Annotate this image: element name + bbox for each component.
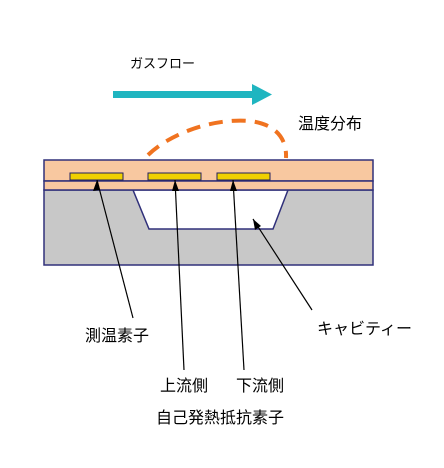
upstream-leader-arrowhead — [172, 180, 179, 191]
cavity-leader-arrowhead — [253, 219, 261, 230]
gas-flow-label: ガスフロー — [130, 57, 195, 72]
self-heating-resistor-label: 自己発熱抵抗素子 — [156, 408, 284, 427]
cavity-label: キャビティー — [317, 319, 412, 338]
temperature-distribution-label: 温度分布 — [298, 114, 362, 133]
gas-flow-arrow-shaft — [113, 91, 255, 98]
temperature-sensor-leader — [96, 179, 134, 319]
temperature-sensor-leader-arrowhead — [93, 180, 100, 191]
temperature-distribution-curve — [146, 118, 289, 159]
downstream-label: 下流側 — [236, 376, 284, 395]
cavity — [131, 189, 290, 230]
upstream-leader — [174, 179, 185, 371]
temperature-sensor-element — [69, 172, 124, 181]
downstream-heater-element — [216, 172, 271, 181]
cavity-leader — [252, 218, 313, 311]
membrane-bottom-layer — [43, 180, 374, 191]
upstream-label: 上流側 — [160, 376, 208, 395]
gas-flow-arrow-head — [252, 84, 272, 105]
gas-flow-arrow — [113, 84, 272, 105]
temperature-sensor-label: 測温素子 — [85, 326, 149, 345]
upstream-heater-element — [147, 172, 202, 181]
downstream-leader — [232, 179, 245, 371]
downstream-leader-arrowhead — [230, 180, 237, 191]
